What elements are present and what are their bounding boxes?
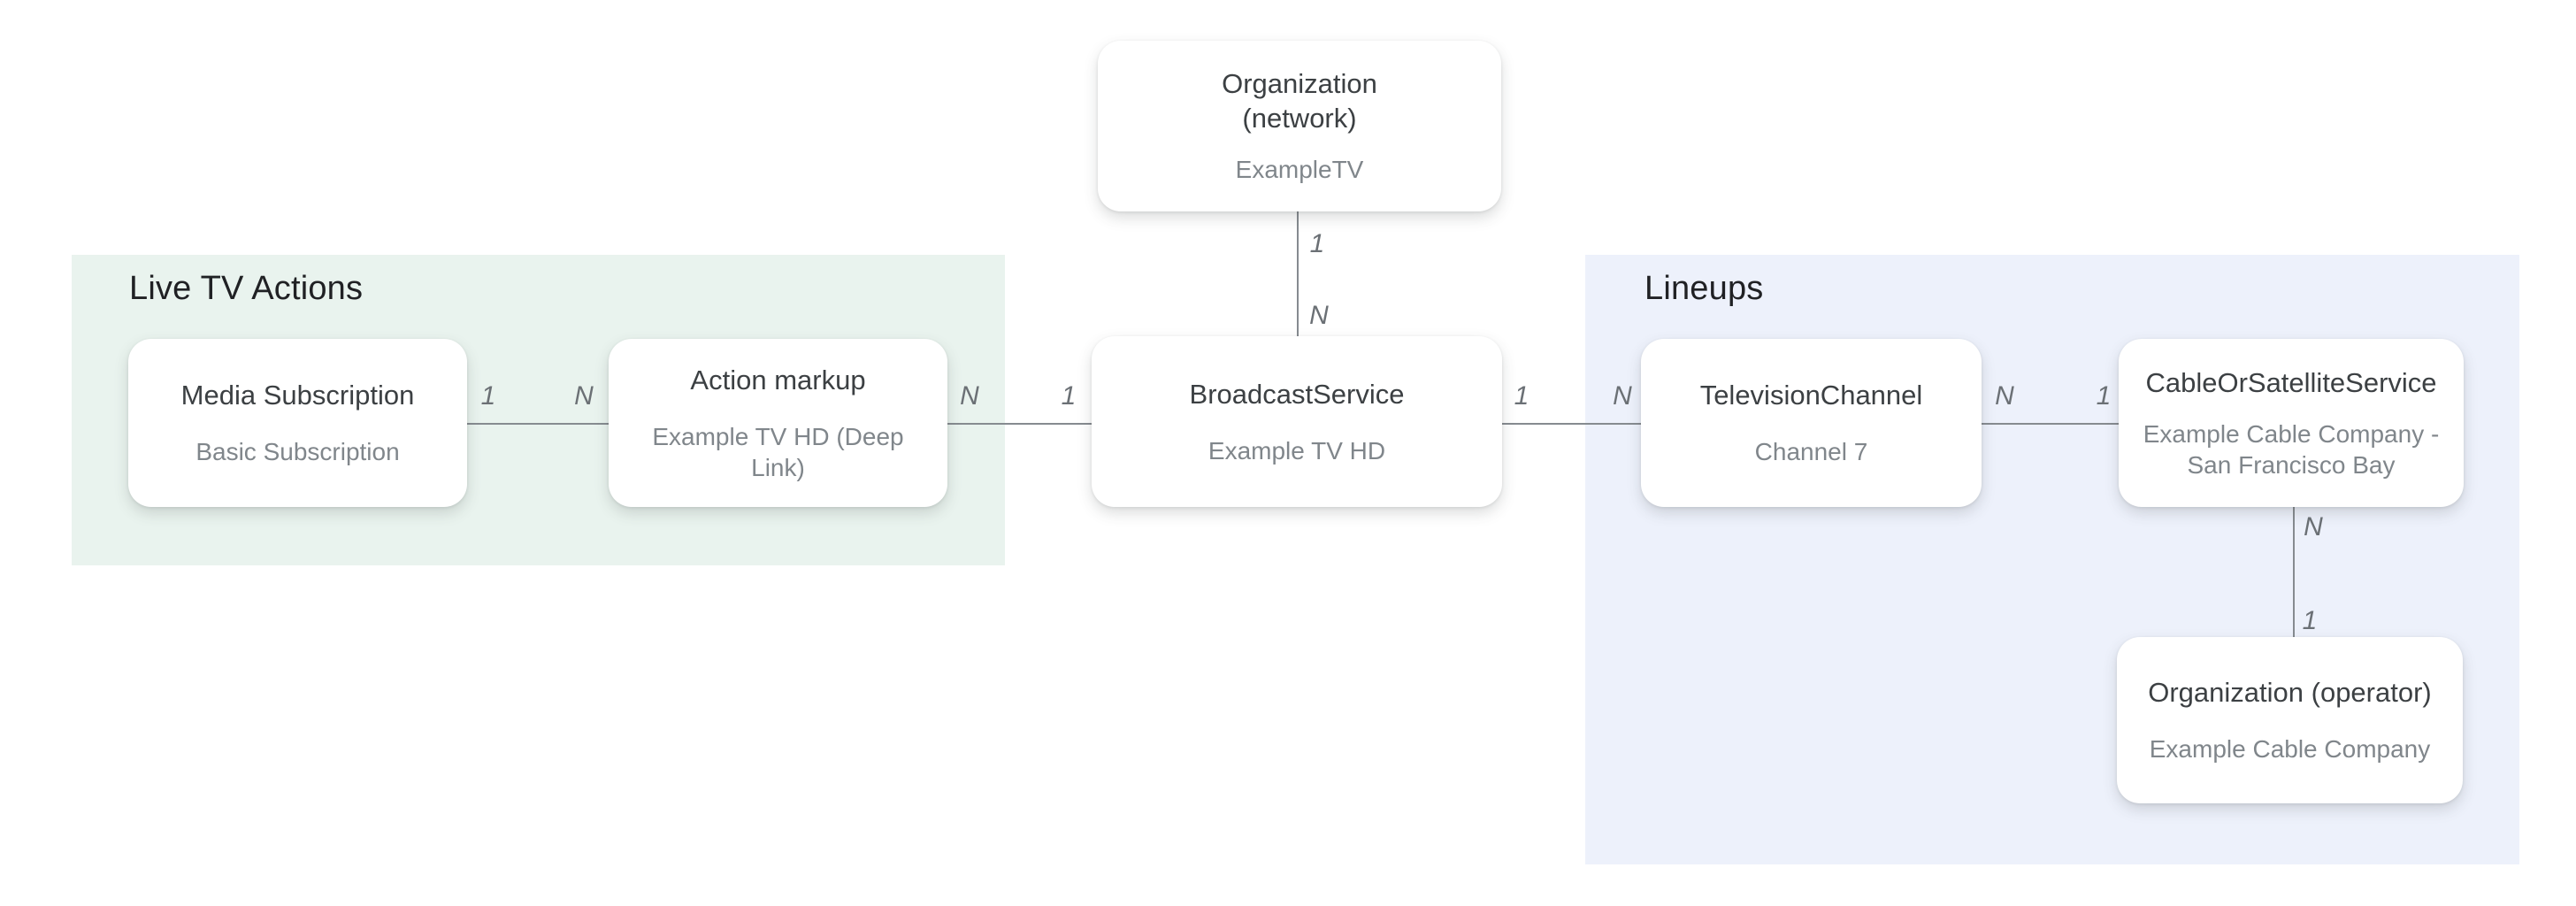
cardinality-label: 1 <box>2302 606 2318 635</box>
cardinality-label: 1 <box>2096 381 2112 411</box>
node-title: Action markup <box>690 364 866 395</box>
node-subtitle: Example TV HD (Deep Link) <box>652 422 904 481</box>
cardinality-label: N <box>1995 381 2014 411</box>
cardinality-label: 1 <box>1514 381 1530 411</box>
cardinality-label: 1 <box>1309 229 1325 258</box>
node-organization-network: Organization (network) ExampleTV <box>1098 41 1501 211</box>
node-subtitle: ExampleTV <box>1235 156 1364 184</box>
edge-broadcast-service-to-television-channel <box>1502 423 1641 425</box>
cardinality-label: N <box>1309 301 1329 330</box>
edge-cable-or-satellite-service-to-organization-operator <box>2293 507 2295 637</box>
node-subtitle: Example Cable Company - San Francisco Ba… <box>2143 419 2440 479</box>
node-subtitle: Basic Subscription <box>196 438 400 466</box>
group-heading-live-tv-actions: Live TV Actions <box>129 270 364 307</box>
node-title: Organization (operator) <box>2148 677 2432 709</box>
cardinality-label: N <box>960 381 979 411</box>
group-heading-lineups: Lineups <box>1644 270 1764 307</box>
node-media-subscription: Media Subscription Basic Subscription <box>128 339 467 507</box>
edge-action-markup-to-broadcast-service <box>947 423 1092 425</box>
node-subtitle: Channel 7 <box>1754 438 1868 466</box>
node-cable-or-satellite-service: CableOrSatelliteService Example Cable Co… <box>2119 339 2464 507</box>
node-title: CableOrSatelliteService <box>2145 366 2437 398</box>
cardinality-label: N <box>2304 512 2323 541</box>
cardinality-label: N <box>574 381 594 411</box>
node-subtitle: Example Cable Company <box>2149 735 2431 764</box>
node-title: Media Subscription <box>180 380 415 411</box>
edge-television-channel-to-cable-or-satellite-service <box>1982 423 2119 425</box>
cardinality-label: 1 <box>1061 381 1077 411</box>
node-title: BroadcastService <box>1189 378 1405 410</box>
edge-organization-network-to-broadcast-service <box>1297 211 1299 336</box>
edge-media-subscription-to-action-markup <box>467 423 609 425</box>
node-organization-operator: Organization (operator) Example Cable Co… <box>2117 637 2463 803</box>
cardinality-label: N <box>1613 381 1632 411</box>
node-subtitle: Example TV HD <box>1208 436 1386 465</box>
cardinality-label: 1 <box>480 381 496 411</box>
node-broadcast-service: BroadcastService Example TV HD <box>1092 336 1502 507</box>
node-title: Organization (network) <box>1222 68 1377 134</box>
node-television-channel: TelevisionChannel Channel 7 <box>1641 339 1982 507</box>
node-action-markup: Action markup Example TV HD (Deep Link) <box>609 339 947 507</box>
node-title: TelevisionChannel <box>1699 380 1923 411</box>
